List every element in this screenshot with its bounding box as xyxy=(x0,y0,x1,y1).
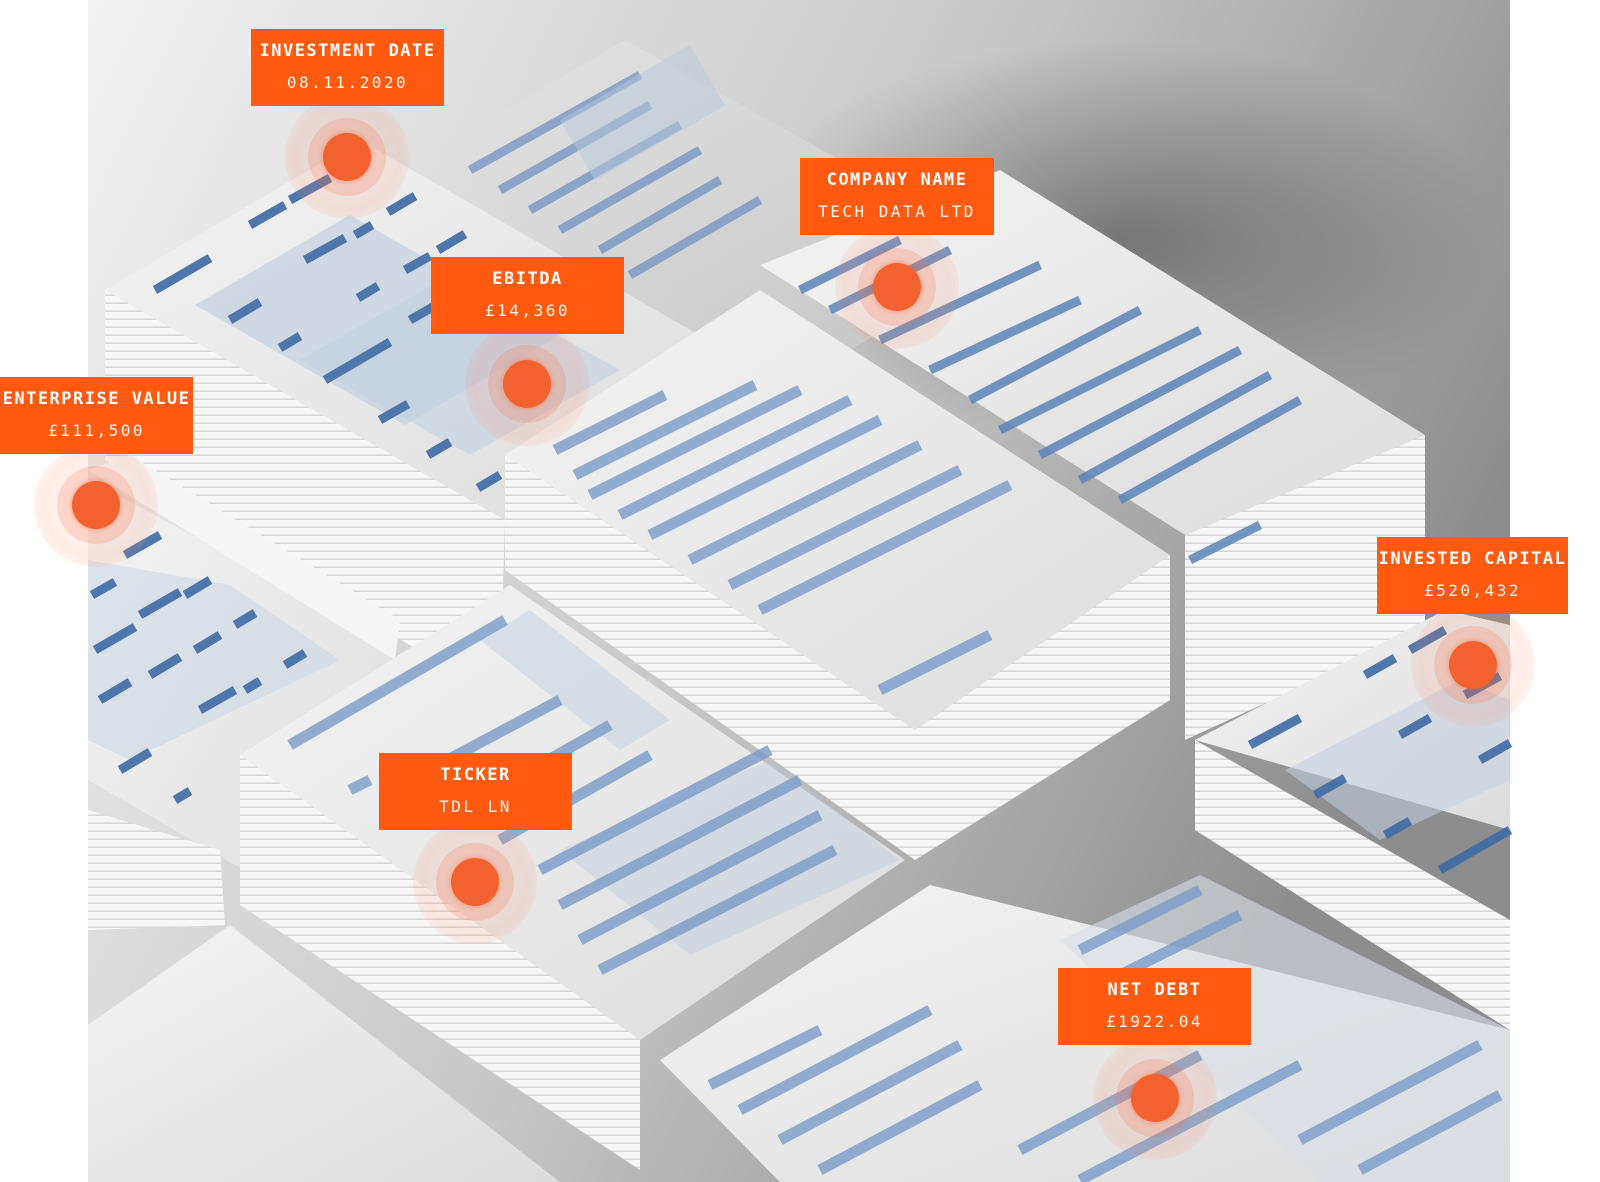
tag-ticker: TICKER TDL LN xyxy=(379,753,572,830)
tag-label: ENTERPRISE VALUE xyxy=(2,389,191,409)
tag-net-debt: NET DEBT £1922.04 xyxy=(1058,968,1251,1045)
tag-investment-date: INVESTMENT DATE 08.11.2020 xyxy=(251,29,444,106)
tag-value: £520,432 xyxy=(1423,581,1522,600)
pin-ticker[interactable] xyxy=(413,820,537,944)
pin-invested-capital[interactable] xyxy=(1411,603,1535,727)
tag-label: COMPANY NAME xyxy=(826,170,968,190)
tag-value: £14,360 xyxy=(485,301,570,320)
tag-label: INVESTED CAPITAL xyxy=(1378,549,1567,569)
pin-net-debt[interactable] xyxy=(1093,1036,1217,1160)
pin-company-name[interactable] xyxy=(835,225,959,349)
pin-enterprise-value[interactable] xyxy=(34,443,158,567)
tag-label: EBITDA xyxy=(492,269,563,289)
tag-value: £1922.04 xyxy=(1105,1012,1204,1031)
pin-investment-date[interactable] xyxy=(285,95,409,219)
tag-label: NET DEBT xyxy=(1107,980,1202,1000)
stack-bottom-left xyxy=(88,925,560,1182)
tag-invested-capital: INVESTED CAPITAL £520,432 xyxy=(1377,537,1568,614)
stack-right xyxy=(760,170,1425,740)
tag-enterprise-value: ENTERPRISE VALUE £111,500 xyxy=(0,377,193,454)
tag-value: £111,500 xyxy=(47,421,146,440)
tag-ebitda: EBITDA £14,360 xyxy=(431,257,624,334)
pin-ebitda[interactable] xyxy=(465,322,589,446)
stack-right-middle xyxy=(1195,610,1513,1030)
tag-value: TDL LN xyxy=(439,797,512,816)
tag-company-name: COMPANY NAME TECH DATA LTD xyxy=(800,158,994,235)
tag-value: TECH DATA LTD xyxy=(818,202,976,221)
tag-label: TICKER xyxy=(440,765,511,785)
stack-center xyxy=(505,290,1170,860)
tag-label: INVESTMENT DATE xyxy=(259,41,436,61)
tag-value: 08.11.2020 xyxy=(286,73,409,92)
stack-ticker xyxy=(240,585,905,1170)
